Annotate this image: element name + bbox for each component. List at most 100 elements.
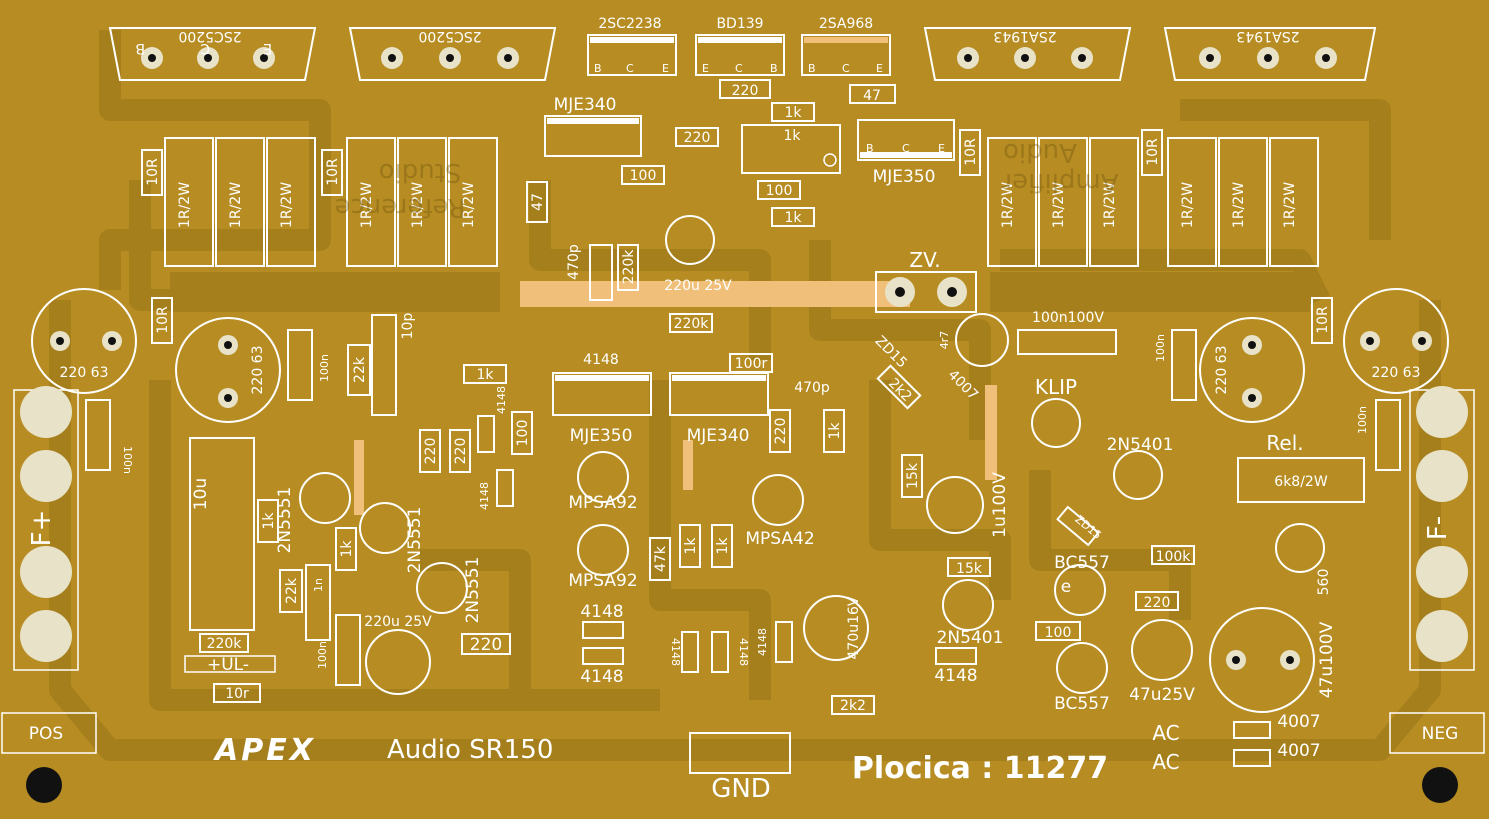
board-number: Plocica : 11277	[852, 751, 1108, 786]
resistor-220-r: 220	[1135, 591, 1179, 611]
svg-text:KLIP: KLIP	[1035, 375, 1077, 399]
svg-text:1R/2W: 1R/2W	[410, 182, 426, 228]
diode-4007-c: 4007	[1233, 741, 1321, 767]
vas-mje340-top: MJE340	[544, 95, 642, 157]
svg-text:10p: 10p	[400, 313, 416, 340]
svg-text:BC557: BC557	[1054, 694, 1110, 714]
resistor-47-vertical: 47	[526, 181, 548, 223]
svg-text:47: 47	[863, 88, 881, 104]
svg-text:APEX: APEX	[213, 733, 316, 768]
capacitor-1n: 1n	[305, 564, 331, 641]
terminal-f-minus[interactable]: F-	[1409, 386, 1475, 671]
resistor-220-mid: 220	[675, 127, 719, 147]
resistor-2k2-low: 2k2	[831, 695, 875, 715]
transistor-2n5551-2: 2N5551	[359, 502, 425, 574]
svg-text:100n: 100n	[316, 641, 329, 669]
power-transistor-2sa1943-1: 2SA1943	[923, 27, 1132, 81]
svg-text:B: B	[808, 62, 816, 75]
svg-text:2N5551: 2N5551	[405, 507, 425, 574]
svg-text:10R: 10R	[325, 158, 341, 186]
resistor-22k-b: 22k	[279, 569, 303, 613]
resistor-220k-b: 220k	[669, 313, 713, 333]
resistor-1k-g: 1k	[335, 527, 357, 571]
svg-text:100n: 100n	[1154, 334, 1167, 362]
svg-text:220: 220	[453, 438, 469, 465]
svg-text:GND: GND	[711, 774, 771, 804]
capacitor-100n-a: 100n	[287, 329, 331, 401]
svg-text:10R: 10R	[145, 158, 161, 186]
connector-gnd[interactable]: GND	[689, 732, 791, 804]
transistor-2n5551-1: 2N5551	[275, 472, 351, 553]
svg-text:1k: 1k	[683, 537, 699, 555]
resistor-1k-c: 1k	[463, 364, 507, 384]
svg-text:100n: 100n	[1356, 406, 1369, 434]
resistor-100-a: 100	[621, 165, 665, 185]
zv-connector[interactable]: ZV.	[875, 248, 977, 313]
connector-pos[interactable]: POS	[1, 712, 97, 754]
svg-text:Studio: Studio	[379, 157, 462, 187]
svg-text:1R/2W: 1R/2W	[177, 182, 193, 228]
svg-text:4148: 4148	[478, 482, 491, 510]
svg-text:220: 220	[684, 130, 711, 146]
ac-input-1[interactable]: AC	[1152, 721, 1179, 745]
svg-text:220k: 220k	[207, 636, 243, 652]
svg-text:220 63: 220 63	[60, 365, 109, 381]
svg-text:1R/2W: 1R/2W	[1282, 182, 1298, 228]
resistor-220k-a: 220k	[617, 244, 639, 291]
svg-text:470u16V: 470u16V	[846, 596, 862, 659]
diode-4148-h: 4148	[756, 621, 793, 663]
jumper-wire-mid	[683, 440, 693, 490]
pin-label-b: B	[135, 40, 145, 56]
resistor-1k-b: 1k	[771, 207, 815, 227]
input-connector-ul[interactable]: +UL-	[184, 655, 276, 675]
resistor-100-b: 100	[757, 180, 801, 200]
diode-4148-a: 4148	[477, 386, 508, 453]
jumper-wire-right	[985, 385, 997, 480]
svg-text:10u: 10u	[191, 478, 211, 510]
power-transistor-2sc5200-1: 2SC5200 B C E	[108, 27, 317, 81]
resistor-100-v: 100	[511, 411, 533, 455]
capacitor-100n100v: 100n100V	[1017, 310, 1117, 355]
resistor-1k-v: 1k	[823, 409, 845, 453]
resistor-10r-4: 10R	[1141, 129, 1163, 176]
svg-text:1R/2W: 1R/2W	[359, 182, 375, 228]
ac-input-2[interactable]: AC	[1152, 750, 1179, 774]
svg-text:100k: 100k	[1156, 549, 1192, 565]
svg-text:220: 220	[470, 635, 502, 655]
svg-text:47u100V: 47u100V	[1317, 621, 1337, 698]
relay[interactable]: Rel.	[1266, 431, 1303, 455]
capacitor-220u-25v: 220u 25V	[664, 215, 732, 294]
svg-text:1k: 1k	[827, 422, 843, 440]
svg-text:1k: 1k	[261, 512, 277, 530]
label-2sa1943-1: 2SA1943	[993, 28, 1056, 44]
resistor-15k-h: 15k	[947, 557, 991, 577]
diode-4148-f: 4148	[669, 631, 699, 673]
svg-text:MJE340: MJE340	[554, 95, 617, 115]
driver-2sc2238: 2SC2238 B C E	[587, 16, 677, 76]
svg-text:MJE350: MJE350	[570, 426, 633, 446]
transistor-bc557-1: BC557 e	[1054, 553, 1110, 616]
transistor-mpsa92-1: MPSA92	[568, 451, 638, 513]
svg-text:AC: AC	[1152, 721, 1179, 745]
mounting-hole-left	[26, 767, 62, 803]
connector-neg[interactable]: NEG	[1389, 712, 1485, 754]
board-model: Audio SR150	[387, 735, 553, 765]
capacitor-47u-25v: 47u25V	[1129, 619, 1195, 705]
svg-text:47: 47	[530, 193, 546, 211]
capacitor-220u-25v-b: 220u 25V	[364, 614, 432, 695]
capacitor-220-63-2: 220 63	[175, 317, 281, 423]
capacitor-100n-d: 100n	[1356, 399, 1401, 471]
svg-text:560: 560	[1316, 569, 1332, 596]
svg-text:1R/2W: 1R/2W	[461, 182, 477, 228]
svg-text:AC: AC	[1152, 750, 1179, 774]
svg-text:2N5551: 2N5551	[463, 557, 483, 624]
watermark: Audio Amplifier Studio Reference	[335, 137, 1119, 222]
svg-text:+UL-: +UL-	[207, 655, 249, 675]
emitter-resistors-left-b: 1R/2W 1R/2W 1R/2W	[346, 137, 498, 267]
svg-text:NEG: NEG	[1422, 724, 1459, 744]
svg-text:ZV.: ZV.	[909, 248, 940, 272]
svg-text:4148: 4148	[737, 638, 750, 666]
transistor-mpsa92-2: MPSA92	[568, 524, 638, 591]
svg-text:4r7: 4r7	[938, 331, 951, 350]
terminal-f-plus[interactable]: F+	[13, 386, 79, 671]
